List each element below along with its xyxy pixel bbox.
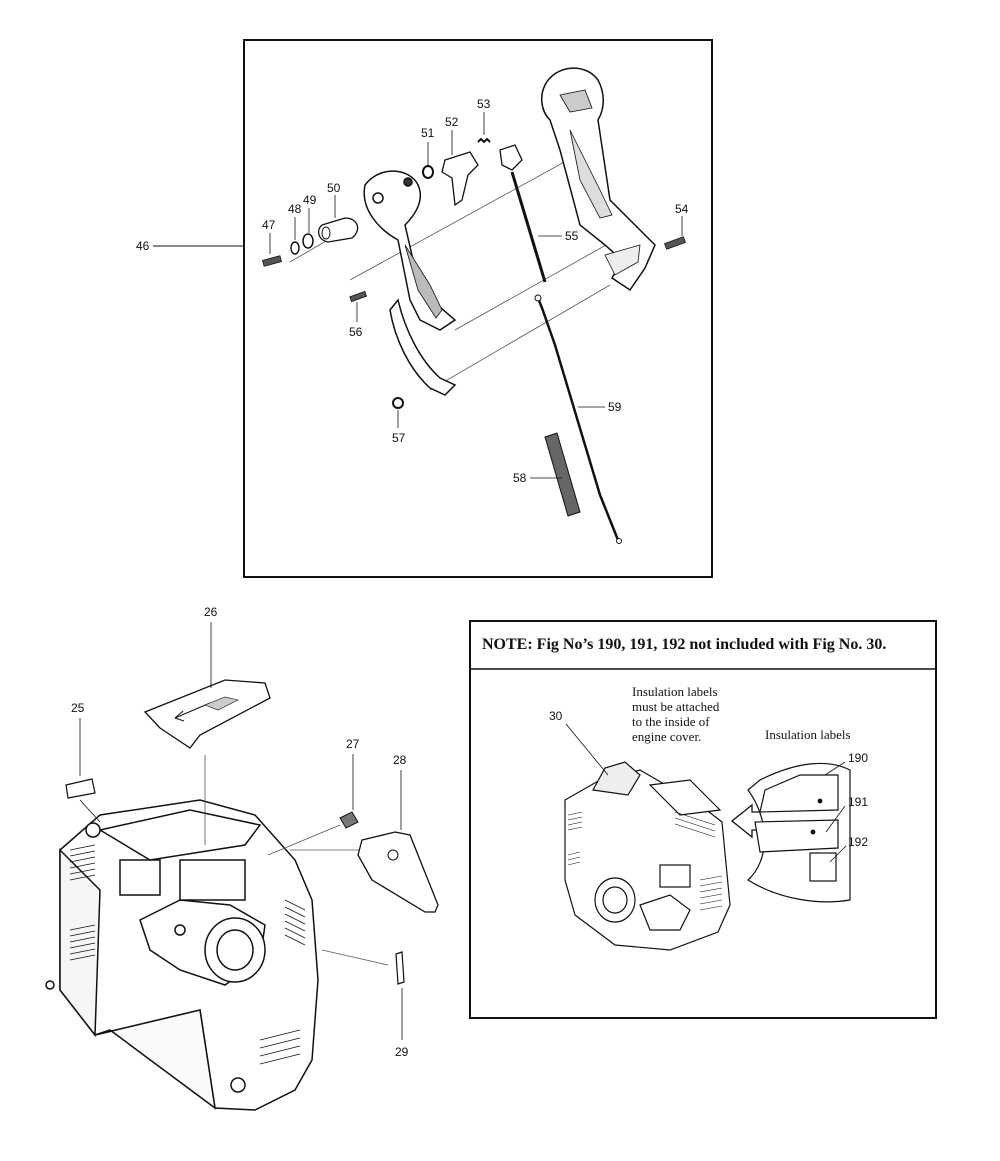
leader-191 (825, 805, 846, 833)
note-frame (469, 620, 937, 1019)
part-50-knob: 50 (317, 181, 359, 243)
right-handle-half (540, 67, 656, 292)
callout-25: 25 (71, 701, 85, 715)
callout-47: 47 (262, 218, 276, 232)
callout-46: 46 (136, 239, 150, 253)
part-25-label-plate: 25 (65, 701, 101, 823)
part-59-throttle-cable: 59 (534, 294, 622, 544)
part-30-engine-cover (564, 761, 731, 951)
left-handle-half (363, 170, 457, 396)
instruction-line: engine cover. (632, 729, 702, 744)
callout-28: 28 (393, 753, 407, 767)
leader-192 (829, 845, 847, 863)
callout-48: 48 (288, 202, 302, 216)
part-26-top-plate: 26 (143, 605, 271, 749)
part-27-screw: 27 (339, 737, 360, 829)
assembly-lines (289, 159, 616, 391)
callout-55: 55 (565, 229, 579, 243)
part-51-nut: 51 (421, 126, 435, 179)
part-29-gasket: 29 (395, 951, 409, 1059)
callout-51: 51 (421, 126, 435, 140)
callout-53: 53 (477, 97, 491, 111)
part-57-nut: 57 (392, 397, 406, 445)
part-55-switch-rod: 55 (499, 144, 579, 283)
part-53-spring: 53 (477, 97, 491, 144)
leader-190 (824, 761, 846, 776)
part-56-screw: 56 (349, 290, 368, 339)
insulation-labels-title: Insulation labels (765, 727, 851, 742)
part-54-screw: 54 (664, 202, 689, 250)
cover-30-vent-lines (567, 811, 723, 911)
lower-cover-group: 25 26 27 28 29 (45, 605, 439, 1111)
label-191 (754, 819, 839, 853)
callout-58: 58 (513, 471, 527, 485)
callout-29: 29 (395, 1045, 409, 1059)
upper-handle-group: 46 47 (136, 39, 713, 578)
part-58-tube: 58 (513, 432, 581, 517)
callout-27: 27 (346, 737, 360, 751)
callout-57: 57 (392, 431, 406, 445)
callout-191: 191 (848, 795, 868, 809)
callout-52: 52 (445, 115, 459, 129)
callout-59: 59 (608, 400, 622, 414)
note-heading: NOTE: Fig No’s 190, 191, 192 not include… (482, 636, 887, 653)
instruction-text: Insulation labels must be attached to th… (632, 684, 719, 744)
part-52-trigger: 52 (441, 115, 479, 207)
upper-frame (243, 39, 713, 578)
insulation-labels-set (747, 762, 851, 903)
instruction-line: must be attached (632, 699, 720, 714)
callout-49: 49 (303, 193, 317, 207)
label-192 (809, 852, 837, 882)
part-47-screw: 47 (262, 218, 282, 267)
part-49-washer: 49 (302, 193, 317, 249)
note-box: 30 190 191 192 (469, 620, 937, 1019)
callout-30: 30 (549, 709, 563, 723)
callout-192: 192 (848, 835, 868, 849)
callout-26: 26 (204, 605, 218, 619)
engine-cover-body (45, 799, 319, 1111)
callout-190: 190 (848, 751, 868, 765)
part-28-side-plate: 28 (357, 753, 439, 913)
instruction-line: Insulation labels (632, 684, 718, 699)
callout-54: 54 (675, 202, 689, 216)
callout-50: 50 (327, 181, 341, 195)
instruction-line: to the inside of (632, 714, 710, 729)
leader-30 (565, 723, 609, 776)
callout-56: 56 (349, 325, 363, 339)
part-48-washer: 48 (288, 202, 302, 255)
cover-vent-lines (69, 844, 306, 1065)
